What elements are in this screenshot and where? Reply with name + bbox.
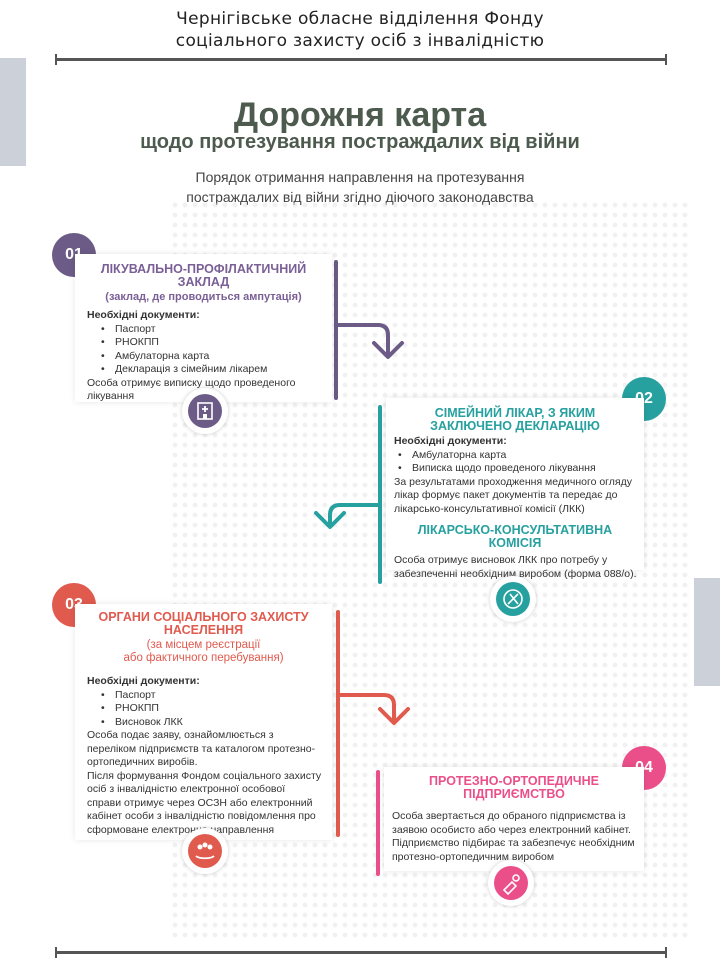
step2-card: СІМЕЙНИЙ ЛІКАР, З ЯКИМ ЗАКЛЮЧЕНО ДЕКЛАРА… xyxy=(386,398,644,580)
step3-note-line1: (за місцем реєстрації xyxy=(146,639,261,651)
step1-title: ЛІКУВАЛЬНО-ПРОФІЛАКТИЧНИЙ ЗАКЛАД xyxy=(75,263,332,289)
step4-card: ПРОТЕЗНО-ОРТОПЕДИЧНЕ ПІДПРИЄМСТВО Особа … xyxy=(384,767,644,871)
step2-second-text: Особа отримує висновок ЛКК про потребу у… xyxy=(394,554,637,580)
step3-docs-list: Паспорт РНОКПП Висновок ЛКК xyxy=(87,689,322,730)
step3-note-line2: або фактичного перебування) xyxy=(123,652,284,664)
step1-card: ЛІКУВАЛЬНО-ПРОФІЛАКТИЧНИЙ ЗАКЛАД (заклад… xyxy=(75,254,332,402)
step2-title: СІМЕЙНИЙ ЛІКАР, З ЯКИМ ЗАКЛЮЧЕНО ДЕКЛАРА… xyxy=(386,407,644,433)
step3-title: ОРГАНИ СОЦІАЛЬНОГО ЗАХИСТУ НАСЕЛЕННЯ xyxy=(75,611,332,637)
left-decor-bar xyxy=(0,58,26,166)
list-item: Паспорт xyxy=(101,323,324,337)
step2-docs-list: Амбулаторна карта Виписка щодо проведено… xyxy=(394,449,638,476)
list-item: Висновок ЛКК xyxy=(101,716,322,730)
step1-text: Особа отримує виписку щодо проведеного л… xyxy=(87,376,296,403)
step1-docs-list: Паспорт РНОКПП Амбулаторна карта Деклара… xyxy=(87,323,324,377)
step3-title-line1: ОРГАНИ СОЦІАЛЬНОГО ЗАХИСТУ xyxy=(98,610,309,624)
organization-header: Чернігівське обласне відділення Фонду со… xyxy=(0,8,720,52)
step2-second-title-line1: ЛІКАРСЬКО-КОНСУЛЬТАТИВНА xyxy=(417,523,613,537)
social-support-icon xyxy=(182,828,228,874)
step3-body: Необхідні документи: Паспорт РНОКПП Висн… xyxy=(75,665,332,837)
step4-title: ПРОТЕЗНО-ОРТОПЕДИЧНЕ ПІДПРИЄМСТВО xyxy=(384,775,644,801)
footer-divider xyxy=(55,947,667,958)
step2-title-line1: СІМЕЙНИЙ ЛІКАР, З ЯКИМ xyxy=(434,406,596,420)
step4-title-line1: ПРОТЕЗНО-ОРТОПЕДИЧНЕ xyxy=(429,774,599,788)
step4-title-line2: ПІДПРИЄМСТВО xyxy=(463,787,565,801)
step2-text: За результатами проходження медичного ог… xyxy=(394,475,632,515)
step2-second-title-line2: КОМІСІЯ xyxy=(488,536,542,550)
step2-docs-label: Необхідні документи: xyxy=(394,435,507,447)
connector-step1-arrow xyxy=(334,323,404,359)
step3-title-line2: НАСЕЛЕННЯ xyxy=(163,623,244,637)
step1-title-line2: ЗАКЛАД xyxy=(177,275,230,289)
step3-card: ОРГАНИ СОЦІАЛЬНОГО ЗАХИСТУ НАСЕЛЕННЯ (за… xyxy=(75,604,332,840)
list-item: Амбулаторна карта xyxy=(398,449,638,463)
list-item: Декларація з сімейним лікарем xyxy=(101,363,324,377)
list-item: Амбулаторна карта xyxy=(101,350,324,364)
medical-commission-icon xyxy=(490,576,536,622)
step1-title-line1: ЛІКУВАЛЬНО-ПРОФІЛАКТИЧНИЙ xyxy=(100,262,307,276)
hospital-icon xyxy=(182,388,228,434)
list-item: Виписка щодо проведеного лікування xyxy=(398,462,638,476)
step1-note: (заклад, де проводиться ампутація) xyxy=(105,291,302,303)
list-item: Паспорт xyxy=(101,689,322,703)
step3-docs-label: Необхідні документи: xyxy=(87,675,200,687)
list-item: РНОКПП xyxy=(101,702,322,716)
organization-name-line1: Чернігівське обласне відділення Фонду xyxy=(176,9,544,29)
step2-title-line2: ЗАКЛЮЧЕНО ДЕКЛАРАЦІЮ xyxy=(430,419,600,433)
step4-text: Особа звертається до обраного підприємст… xyxy=(392,810,635,863)
step3-text2: Після формування Фондом соціального захи… xyxy=(87,769,322,836)
step2-second-title: ЛІКАРСЬКО-КОНСУЛЬТАТИВНА КОМІСІЯ xyxy=(386,524,644,550)
header-divider xyxy=(55,54,667,65)
intro-line1: Порядок отримання направлення на протезу… xyxy=(195,169,525,185)
list-item: РНОКПП xyxy=(101,336,324,350)
connector-step2-arrow xyxy=(314,503,382,529)
step3-text: Особа подає заяву, ознайомлюється з пере… xyxy=(87,729,316,768)
step1-body: Необхідні документи: Паспорт РНОКПП Амбу… xyxy=(75,304,332,404)
prosthesis-icon xyxy=(488,860,534,906)
connector-step3-arrow xyxy=(336,693,410,725)
step2-body: Необхідні документи: Амбулаторна карта В… xyxy=(386,433,644,516)
page-subtitle: щодо протезування постраждалих від війни xyxy=(140,131,580,153)
step1-docs-label: Необхідні документи: xyxy=(87,309,200,321)
step3-note: (за місцем реєстрації або фактичного пер… xyxy=(75,639,332,665)
organization-name-line2: соціального захисту осіб з інвалідністю xyxy=(175,31,545,51)
page-title: Дорожня карта xyxy=(233,96,487,134)
right-decor-bar xyxy=(694,578,720,686)
